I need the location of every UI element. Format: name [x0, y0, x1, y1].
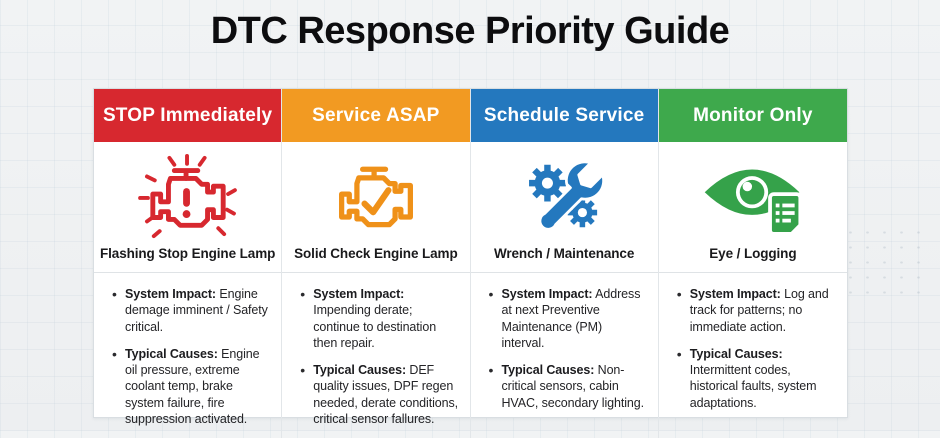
flashing-stop-engine-lamp-icon: [137, 142, 239, 246]
bullet-typical-causes: Typical Causes: Intermittent codes, hist…: [677, 345, 837, 411]
bullet-text: Intermittent codes, historical faults, s…: [689, 363, 817, 410]
icon-cell: Solid Check Engine Lamp: [282, 142, 470, 273]
column-header-service: Service ASAP: [282, 89, 470, 142]
column-schedule-service: Schedule Service: [470, 89, 659, 438]
bullet-lead: Typical Causes:: [689, 346, 783, 361]
bullet-list: System Impact: Impending derate; continu…: [282, 273, 469, 438]
bullet-text: Engine demage imminent / Safety critical…: [125, 287, 268, 334]
bullet-text: Log and track for patterns; no immediate…: [689, 287, 829, 334]
bullet-lead: System Impact:: [689, 287, 781, 301]
icon-label: Flashing Stop Engine Lamp: [99, 246, 276, 261]
column-monitor-only: Monitor Only: [658, 89, 847, 438]
bullet-lead: System Impact:: [501, 287, 593, 301]
column-service-asap: Service ASAP Solid Check Engine Lamp Sys…: [282, 89, 471, 438]
bullet-typical-causes: Typical Causes: Non-critical sensors, ca…: [489, 361, 648, 411]
page-title: DTC Response Priority Guide: [210, 10, 730, 52]
bullet-list: System Impact: Log and track for pattern…: [659, 273, 847, 438]
bullet-text: DEF quality issues, DPF regen needed, de…: [313, 363, 458, 426]
bullet-typical-causes: Typical Causes: Engine oil pressure, ext…: [112, 345, 271, 427]
icon-label: Solid Check Engine Lamp: [294, 246, 458, 261]
bullet-system-impact: System Impact: Log and track for pattern…: [677, 285, 837, 335]
bullet-lead: Typical Causes:: [501, 363, 595, 377]
bullet-typical-causes: Typical Causes: DEF quality issues, DPF …: [300, 361, 459, 427]
icon-cell: Eye / Logging: [658, 142, 847, 273]
background-dot-grid: [842, 225, 934, 305]
bullet-system-impact: System Impact: Engine demage imminent / …: [112, 285, 271, 335]
eye-logging-icon: [700, 142, 806, 246]
bullet-list: System Impact: Engine demage imminent / …: [94, 273, 281, 438]
column-header-monitor: Monitor Only: [658, 89, 847, 142]
solid-check-engine-lamp-icon: [326, 142, 426, 246]
icon-cell: Flashing Stop Engine Lamp: [94, 142, 282, 273]
wrench-maintenance-icon: [518, 142, 610, 246]
bullet-lead: Typical Causes:: [313, 363, 407, 377]
icon-label: Eye / Logging: [709, 246, 797, 261]
bullet-text: Non-critical sensors, cabin HVAC, second…: [501, 363, 645, 410]
icon-cell: Wrench / Maintenance: [470, 142, 658, 273]
column-header-schedule: Schedule Service: [470, 89, 658, 142]
bullet-list: System Impact: Address at next Preventiv…: [471, 273, 658, 438]
bullet-system-impact: System Impact: Address at next Preventiv…: [489, 285, 648, 351]
bullet-lead: System Impact:: [313, 287, 405, 301]
bullet-system-impact: System Impact: Impending derate; continu…: [300, 285, 459, 351]
bullet-lead: Typical Causes:: [125, 346, 218, 361]
bullet-text: Impending derate; continue to destinatio…: [313, 303, 437, 350]
column-stop-immediately: STOP Immediately: [94, 89, 283, 438]
column-header-stop: STOP Immediately: [94, 89, 282, 142]
priority-guide-table: STOP Immediately: [93, 88, 848, 438]
bullet-text: Address at next Preventive Maintenance (…: [501, 287, 641, 350]
bullet-lead: System Impact:: [125, 287, 216, 301]
icon-label: Wrench / Maintenance: [493, 246, 635, 261]
